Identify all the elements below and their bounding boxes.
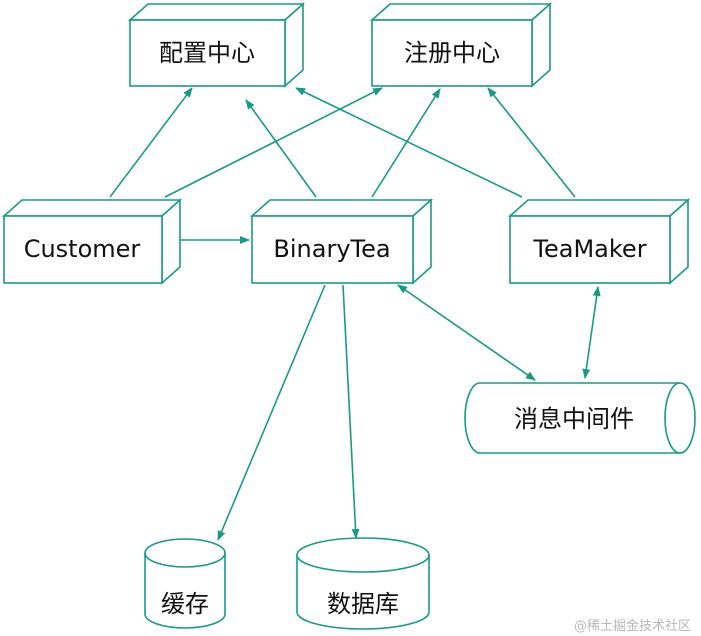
edge-binarytea-to-database (342, 284, 360, 539)
node-label: 缓存 (161, 590, 209, 618)
node-database[interactable]: 数据库 (296, 537, 430, 630)
node-label: 注册中心 (404, 39, 500, 67)
node-message-queue[interactable]: 消息中间件 (464, 382, 696, 454)
edge-binarytea-to-registry-center (371, 88, 441, 198)
node-teamaker[interactable]: TeaMaker (507, 198, 691, 285)
node-registry-center[interactable]: 注册中心 (369, 2, 553, 88)
edge-binarytea-to-config-center (245, 99, 317, 198)
node-binarytea[interactable]: BinaryTea (249, 198, 434, 285)
node-label: 消息中间件 (514, 405, 634, 433)
node-label: 数据库 (327, 590, 399, 618)
watermark-text: @稀土掘金技术社区 (574, 618, 691, 634)
edge-teamaker-to-registry-center (487, 87, 576, 198)
edges-layer (109, 87, 601, 541)
node-config-center[interactable]: 配置中心 (127, 2, 306, 88)
edge-teamaker-to-config-center (295, 87, 523, 198)
node-label: 配置中心 (159, 39, 255, 67)
node-label: TeaMaker (532, 235, 646, 263)
node-label: Customer (24, 235, 141, 263)
node-customer[interactable]: Customer (1, 198, 183, 285)
edge-customer-to-config-center (109, 87, 193, 198)
edge-teamaker-to-message-queue (582, 286, 601, 379)
edge-customer-to-registry-center (164, 87, 383, 198)
edge-binarytea-to-cache (217, 284, 326, 541)
node-cache[interactable]: 缓存 (144, 538, 226, 629)
node-label: BinaryTea (273, 235, 390, 263)
edge-binarytea-to-message-queue (397, 284, 536, 381)
